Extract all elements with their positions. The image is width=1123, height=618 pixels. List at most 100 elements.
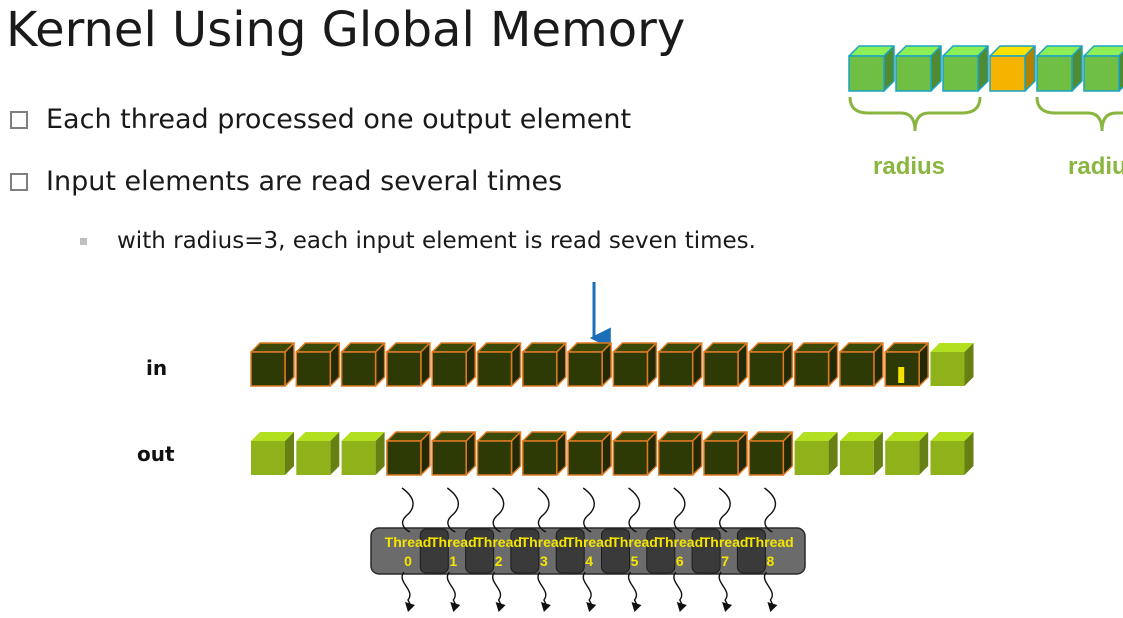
legend-cube: [895, 45, 942, 92]
thread-name-label: Thread: [702, 534, 749, 550]
in-array: [250, 342, 974, 387]
thread-wavy-line: [446, 571, 458, 609]
bullet-item: Input elements are read several times: [10, 166, 562, 197]
checkbox-bullet-icon: [10, 172, 28, 191]
sub-bullet-text: with radius=3, each input element is rea…: [117, 228, 756, 254]
in-cube-active: [793, 342, 839, 387]
thread-name-label: Thread: [521, 534, 568, 550]
thread-wavy-line: [582, 487, 595, 533]
legend-cube: [942, 45, 989, 92]
thread-id-label: 7: [721, 553, 729, 569]
thread-arrowhead-icon: [767, 602, 778, 612]
in-cube-active: [884, 342, 929, 387]
thread-name-label: Thread: [566, 534, 613, 550]
thread-id-label: 8: [767, 553, 775, 569]
thread-tile: [555, 528, 585, 574]
out-cube: [839, 432, 883, 475]
in-cube: [930, 343, 974, 386]
thread-tile: [419, 528, 449, 574]
thread-arrowhead-icon: [540, 602, 551, 612]
in-cube-active: [340, 342, 386, 387]
thread-tile: [510, 528, 540, 574]
out-cube: [296, 432, 340, 475]
thread-id-label: 0: [404, 553, 412, 569]
out-cube-active: [431, 431, 476, 476]
thread-wavy-line: [718, 487, 731, 533]
thread-wavy-line: [537, 571, 549, 609]
thread-id-label: 2: [495, 553, 503, 569]
in-row-label: in: [146, 356, 168, 380]
in-cube-active: [522, 342, 567, 387]
in-cube-active: [657, 342, 703, 387]
legend-cube: [1036, 45, 1083, 92]
curly-brace: [1035, 96, 1123, 132]
thread-wavy-line: [446, 487, 459, 533]
legend-cube: [848, 45, 895, 92]
out-cube-active: [522, 431, 567, 476]
thread-id-label: 6: [676, 553, 684, 569]
in-cube-active: [839, 342, 884, 387]
square-bullet-icon: [80, 237, 87, 245]
out-cube-active: [567, 431, 612, 476]
sub-bullet-item: with radius=3, each input element is rea…: [80, 228, 756, 254]
out-cube: [251, 432, 294, 475]
thread-name-label: Thread: [475, 534, 522, 550]
thread-wavy-line: [537, 487, 550, 533]
in-cube-active: [476, 342, 522, 387]
thread-wavy-line: [673, 571, 685, 609]
radius-label-right: radius: [1068, 153, 1123, 180]
thread-arrowhead-icon: [495, 602, 506, 612]
thread-block: Thread0Thread1Thread2Thread3Thread4Threa…: [370, 487, 806, 612]
out-cube-active: [612, 431, 658, 476]
curly-brace: [848, 96, 982, 132]
in-cube-active: [386, 342, 431, 387]
bullet-text: Each thread processed one output element: [46, 104, 632, 135]
thread-wavy-line: [401, 487, 414, 533]
legend-cube-strip: [848, 45, 1123, 92]
legend-braces: [848, 96, 1123, 132]
thread-id-label: 1: [449, 553, 457, 569]
radius-label-left: radius: [873, 153, 945, 180]
thread-tile: [601, 528, 630, 574]
thread-wavy-line: [628, 571, 640, 609]
out-cube-active: [748, 431, 794, 476]
in-cube-active: [295, 342, 341, 387]
thread-id-label: 3: [540, 553, 548, 569]
thread-arrowhead-icon: [586, 602, 597, 612]
bullet-text: Input elements are read several times: [46, 166, 563, 197]
thread-id-label: 5: [631, 553, 639, 569]
out-row-label: out: [137, 442, 175, 466]
thread-name-label: Thread: [611, 534, 658, 550]
in-cube-active: [612, 342, 658, 387]
thread-wavy-line: [763, 571, 776, 609]
out-array: [251, 431, 974, 476]
thread-wavy-line: [582, 571, 594, 609]
thread-wavy-line: [492, 571, 504, 609]
out-cube: [930, 432, 974, 475]
thread-arrowhead-icon: [722, 602, 733, 612]
thread-arrowhead-icon: [676, 602, 687, 612]
thread-arrowhead-icon: [450, 602, 461, 612]
out-cube: [341, 432, 385, 475]
thread-name-label: Thread: [430, 534, 477, 550]
thread-wavy-line: [492, 487, 505, 533]
thread-wavy-line: [763, 487, 777, 533]
in-cube-active: [250, 342, 295, 387]
thread-tile: [736, 528, 766, 574]
thread-wavy-line: [673, 487, 686, 533]
in-cube-active: [567, 342, 612, 387]
in-cube-active: [703, 342, 748, 387]
legend-cube: [1083, 45, 1123, 92]
thread-wavy-line: [628, 487, 641, 533]
legend-cube: [989, 45, 1036, 92]
thread-tile: [465, 528, 495, 574]
bullet-item: Each thread processed one output element: [10, 104, 631, 135]
checkbox-bullet-icon: [10, 110, 28, 129]
out-cube: [885, 432, 929, 475]
out-cube-active: [657, 431, 703, 476]
in-cube-active: [748, 342, 794, 387]
out-cube: [794, 432, 838, 475]
out-cube-active: [386, 431, 431, 476]
thread-arrowhead-icon: [631, 602, 642, 612]
